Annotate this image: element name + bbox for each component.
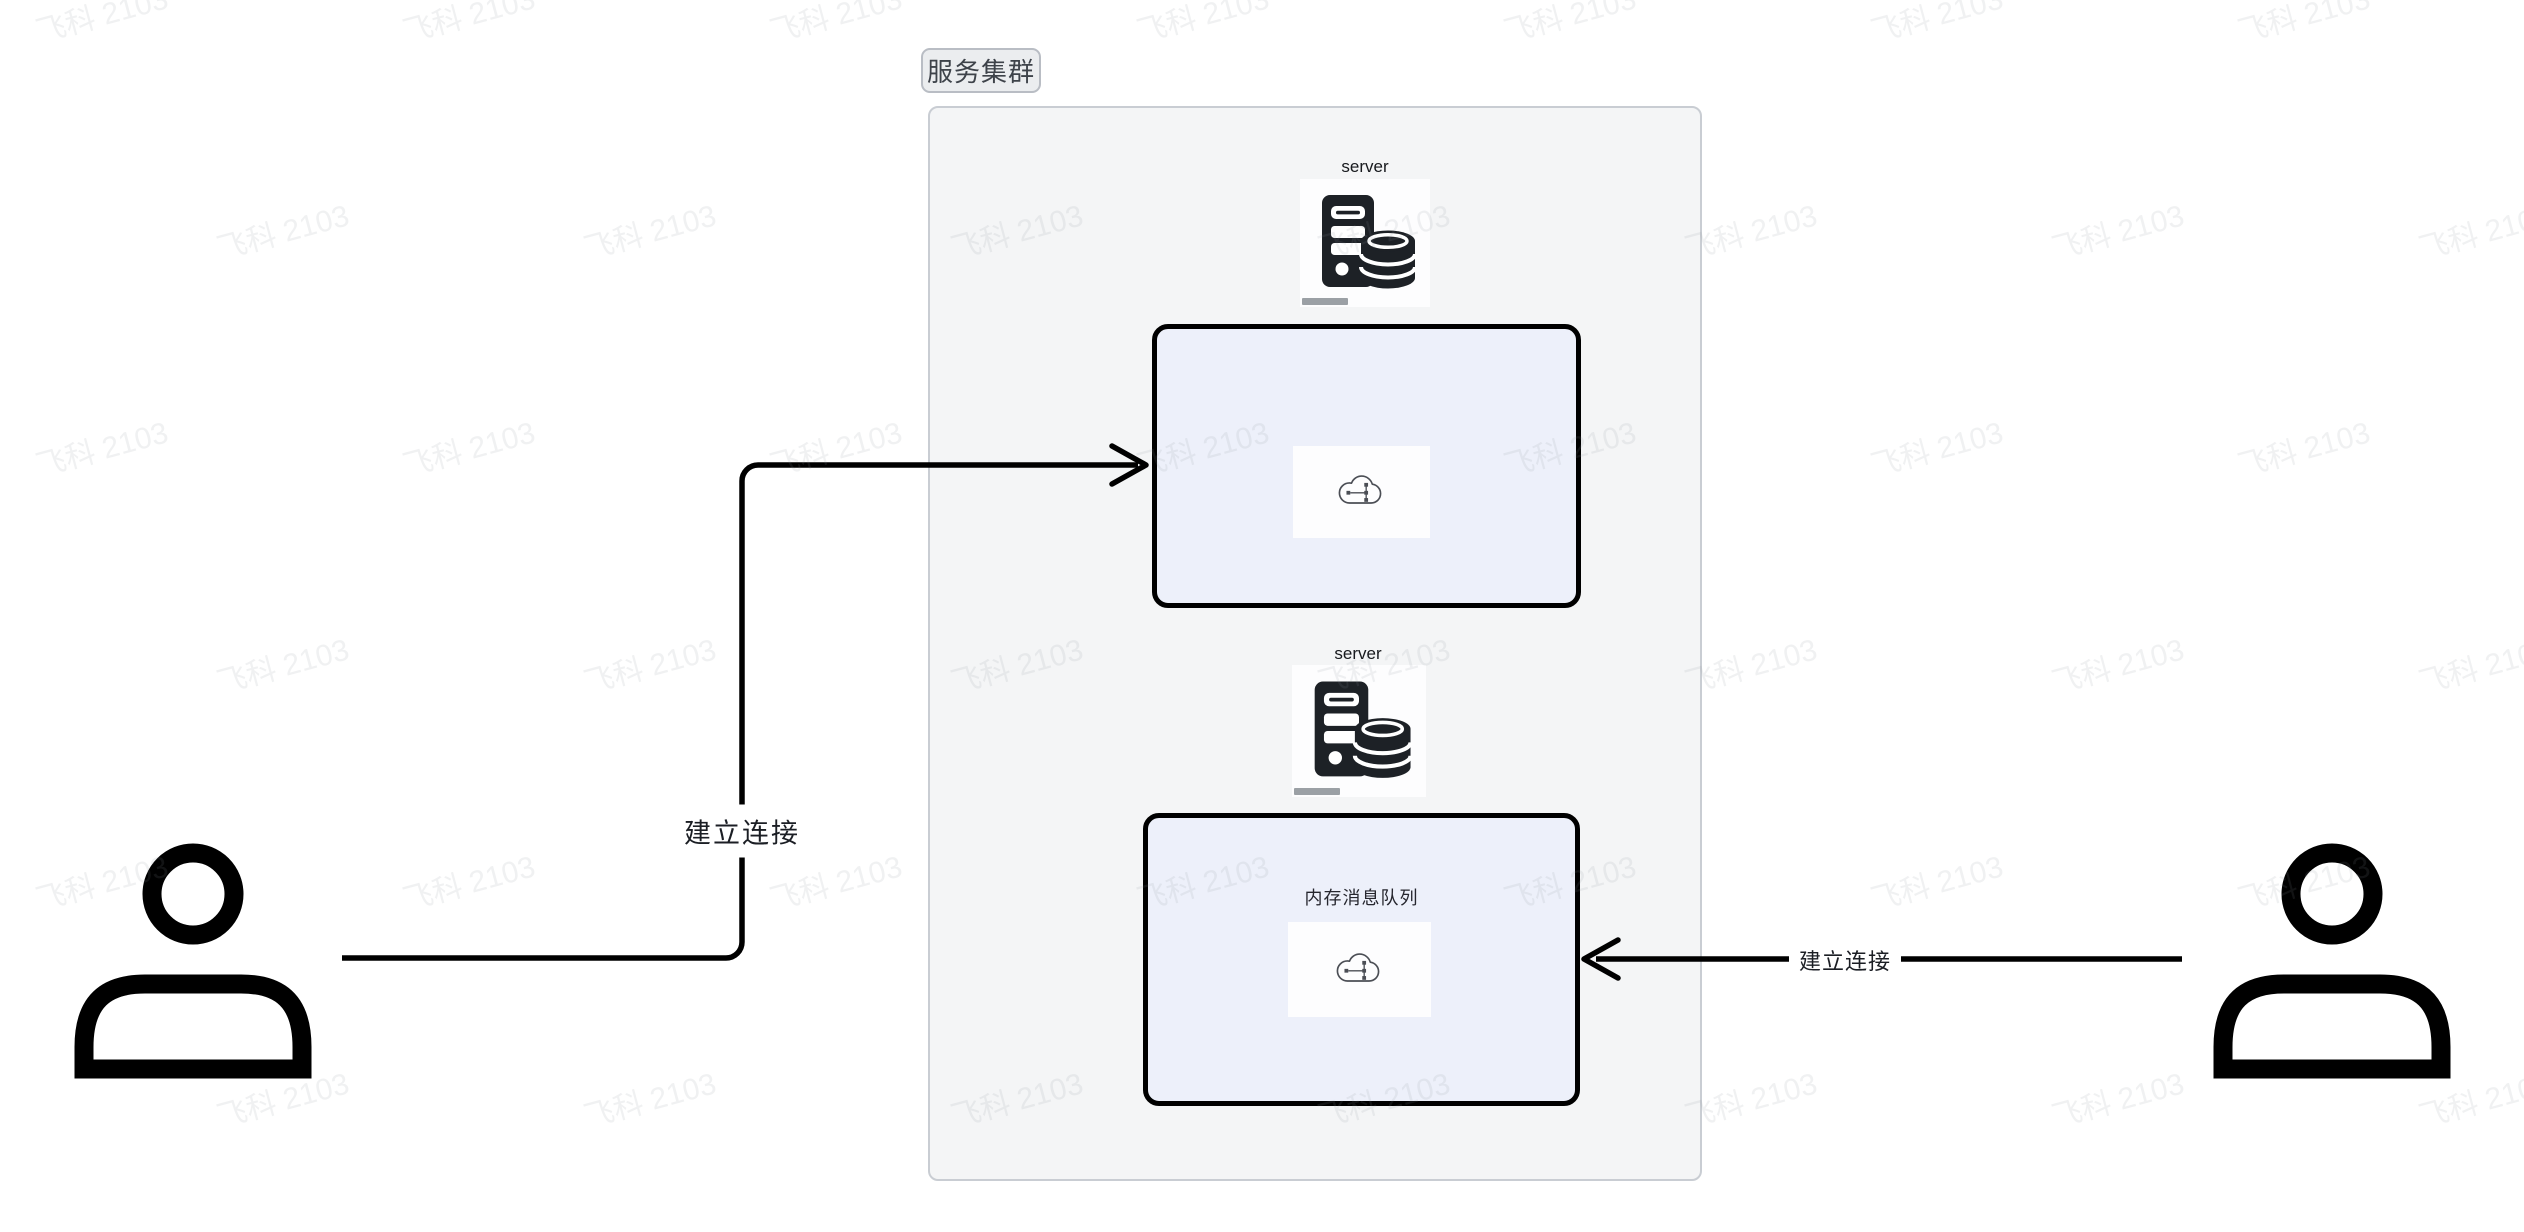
stock-watermark-strip [1294, 788, 1340, 795]
user-icon-right[interactable] [2213, 843, 2451, 1079]
arrowhead-left-icon [1581, 937, 1621, 981]
cloud-network-icon [1336, 952, 1379, 982]
cloud-panel-top[interactable] [1293, 446, 1430, 538]
cloud-panel-bottom[interactable] [1288, 922, 1431, 1017]
server-bottom-label: server [1334, 644, 1382, 663]
edge-label-left[interactable]: 建立连接 [674, 804, 810, 858]
cluster-label-badge[interactable]: 服务集群 [921, 48, 1041, 93]
server-top-label: server [1341, 157, 1389, 176]
user-icon-left[interactable] [74, 843, 312, 1079]
server-top-image[interactable] [1300, 179, 1430, 307]
stock-watermark-strip [1302, 298, 1348, 305]
connector-left[interactable] [342, 443, 1149, 961]
server-database-icon [1314, 681, 1413, 778]
server-database-icon [1322, 195, 1417, 289]
cloud-network-icon [1338, 475, 1381, 504]
server-bottom-image[interactable] [1292, 665, 1426, 797]
edge-label-right[interactable]: 建立连接 [1788, 937, 1902, 983]
cluster-label: 服务集群 [926, 57, 1035, 87]
arrowhead-right-icon [1109, 443, 1149, 487]
queue-box-label: 内存消息队列 [1304, 888, 1419, 908]
